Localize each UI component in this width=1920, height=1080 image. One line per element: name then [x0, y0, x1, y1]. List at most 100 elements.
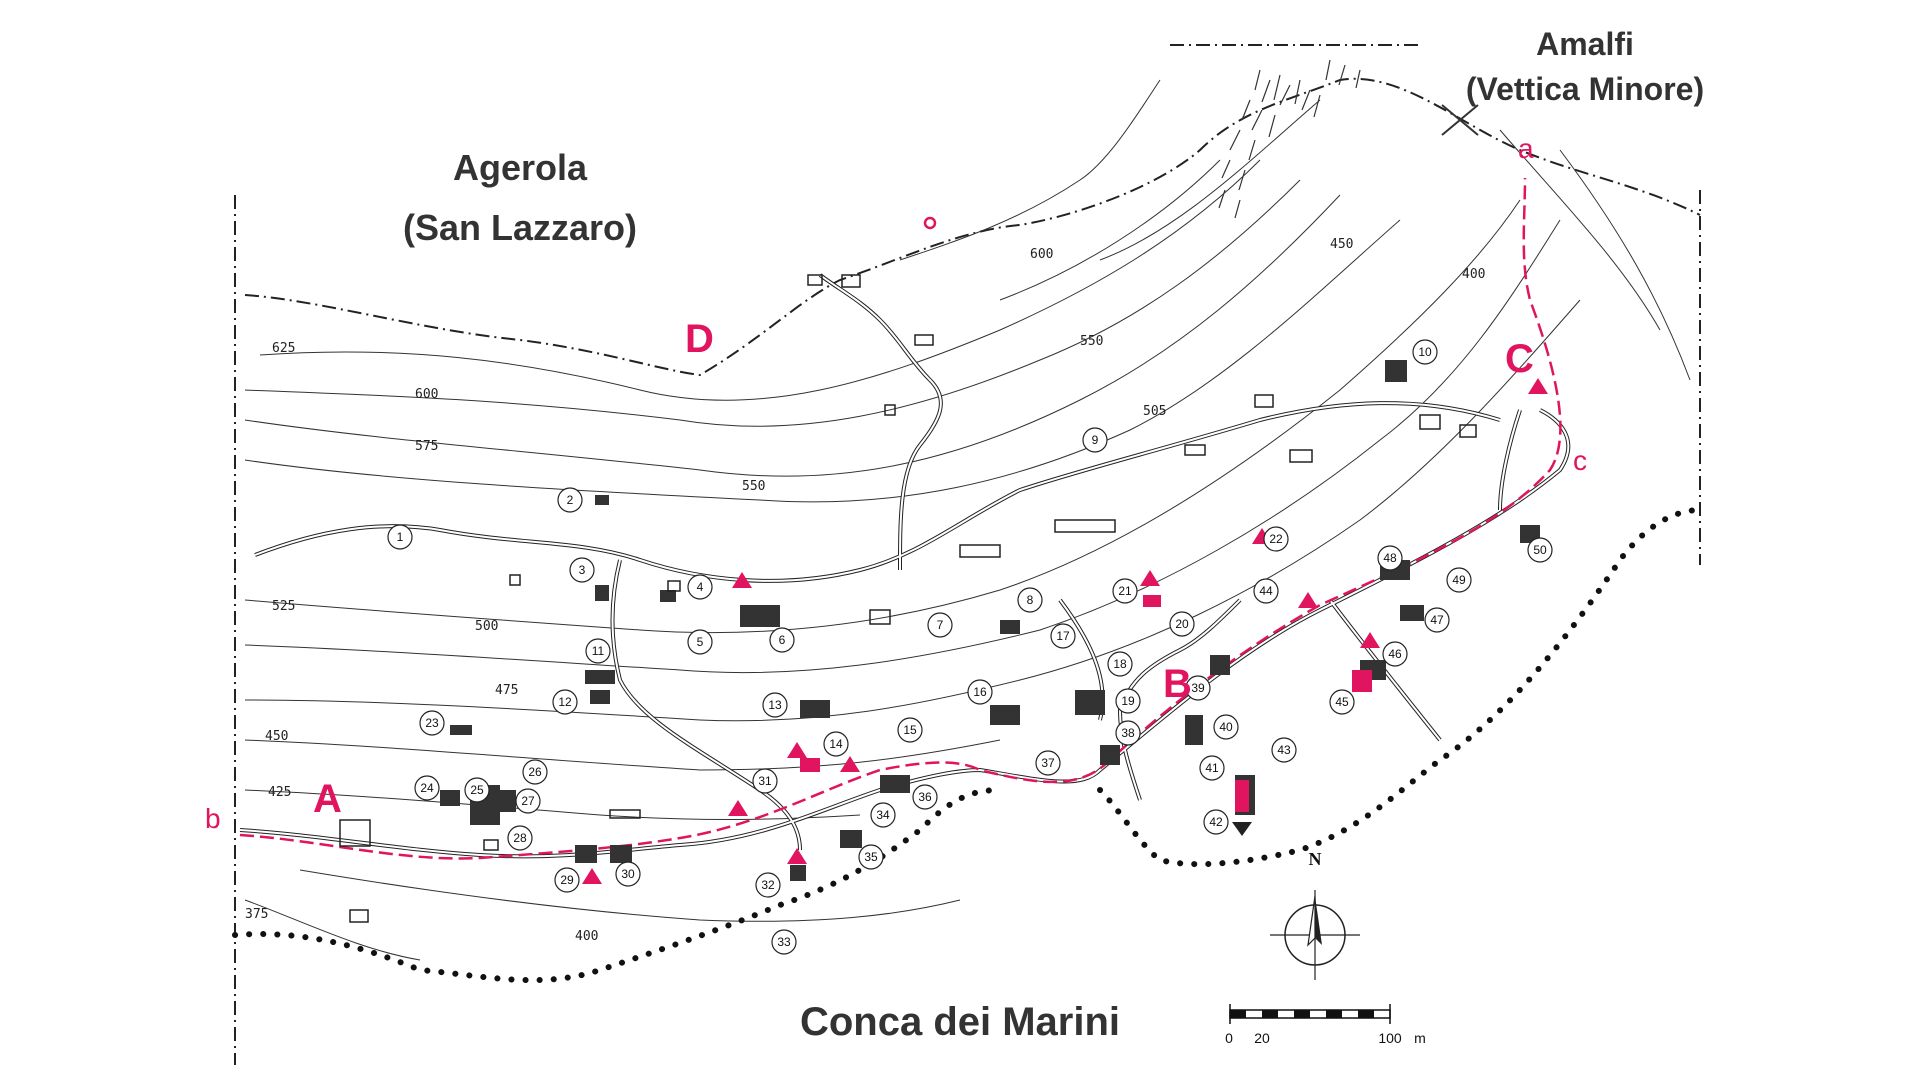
site-number: 50 — [1527, 537, 1553, 563]
site-number-label: 18 — [1113, 657, 1127, 671]
site-number: 46 — [1382, 641, 1408, 667]
site-number: 16 — [967, 679, 993, 705]
place-amalfi-sub: (Vettica Minore) — [1466, 71, 1704, 107]
site-number: 3 — [569, 557, 595, 583]
site-number-label: 28 — [513, 831, 527, 845]
contour-label: 375 — [245, 907, 268, 922]
site-number-label: 50 — [1533, 543, 1547, 557]
site-number-label: 34 — [876, 808, 890, 822]
site-number: 40 — [1213, 714, 1239, 740]
scale-start: 0 — [1225, 1030, 1233, 1046]
accent-buildings — [800, 595, 1372, 812]
site-number: 36 — [912, 784, 938, 810]
site-number-label: 13 — [768, 698, 782, 712]
compass-north: N — [1309, 849, 1322, 869]
site-number: 37 — [1035, 750, 1061, 776]
site-number: 14 — [823, 731, 849, 757]
road-network-inner — [239, 274, 1570, 858]
site-number-label: 22 — [1269, 532, 1283, 546]
contour-label: 400 — [575, 929, 598, 944]
site-number-label: 6 — [779, 633, 786, 647]
contour-label: 400 — [1462, 267, 1485, 282]
site-number-label: 30 — [621, 867, 635, 881]
site-number-label: 19 — [1121, 694, 1135, 708]
site-number-label: 41 — [1205, 761, 1219, 775]
site-number-label: 12 — [558, 695, 572, 709]
site-number-label: 49 — [1452, 573, 1466, 587]
viewpoint-markers — [582, 378, 1548, 884]
site-number: 6 — [769, 627, 795, 653]
site-number-label: 14 — [829, 737, 843, 751]
site-number: 43 — [1271, 737, 1297, 763]
site-number: 12 — [552, 689, 578, 715]
site-number-label: 21 — [1118, 584, 1132, 598]
site-number-label: 44 — [1259, 584, 1273, 598]
site-number: 32 — [755, 872, 781, 898]
contour-label: 600 — [415, 387, 438, 402]
site-number-label: 26 — [528, 765, 542, 779]
site-number-label: 33 — [777, 935, 791, 949]
site-number: 22 — [1263, 526, 1289, 552]
site-number: 27 — [515, 788, 541, 814]
site-number-label: 17 — [1056, 629, 1070, 643]
site-number-label: 25 — [470, 783, 484, 797]
site-number: 48 — [1377, 545, 1403, 571]
site-number-label: 37 — [1041, 756, 1055, 770]
contour-label: 550 — [1080, 334, 1103, 349]
site-number-label: 1 — [397, 530, 404, 544]
contour-label: 500 — [475, 619, 498, 634]
cliff-hatching — [1218, 59, 1361, 219]
site-number-label: 4 — [697, 580, 704, 594]
site-number: 1 — [387, 524, 413, 550]
site-number: 25 — [464, 777, 490, 803]
contour-label: 475 — [495, 683, 518, 698]
outlined-buildings — [339, 274, 1477, 923]
marker-a: a — [1518, 133, 1534, 164]
site-number: 45 — [1329, 689, 1355, 715]
site-number: 38 — [1115, 720, 1141, 746]
site-number: 24 — [414, 775, 440, 801]
scale-unit: m — [1414, 1030, 1426, 1046]
site-number-label: 5 — [697, 635, 704, 649]
contour-label: 505 — [1143, 404, 1166, 419]
site-number-label: 42 — [1209, 815, 1223, 829]
site-number-label: 43 — [1277, 743, 1291, 757]
site-number-label: 46 — [1388, 647, 1402, 661]
site-number: 11 — [585, 638, 611, 664]
site-number-label: 47 — [1430, 613, 1444, 627]
site-number-label: 31 — [758, 774, 772, 788]
marker-A: A — [313, 777, 342, 821]
place-agerola-sub: (San Lazzaro) — [403, 207, 637, 248]
site-number-label: 35 — [864, 850, 878, 864]
place-amalfi: Amalfi — [1536, 26, 1634, 62]
site-number-label: 36 — [918, 790, 932, 804]
border-lines — [234, 44, 1701, 1065]
site-number-label: 32 — [761, 878, 775, 892]
site-number: 4 — [687, 574, 713, 600]
place-conca: Conca dei Marini — [800, 1000, 1120, 1044]
scale-mid: 20 — [1254, 1030, 1270, 1046]
site-number-label: 7 — [937, 618, 944, 632]
dark-marker — [1232, 822, 1252, 836]
site-number: 7 — [927, 612, 953, 638]
site-number-label: 9 — [1092, 433, 1099, 447]
marker-C: C — [1505, 337, 1534, 381]
site-number: 23 — [419, 710, 445, 736]
site-number-label: 40 — [1219, 720, 1233, 734]
site-number-label: 27 — [521, 794, 535, 808]
site-number-label: 15 — [903, 723, 917, 737]
site-number: 10 — [1412, 339, 1438, 365]
north-arrow: N — [1270, 849, 1360, 980]
contour-lines — [244, 79, 1691, 961]
site-number-label: 10 — [1418, 345, 1432, 359]
site-number-label: 16 — [973, 685, 987, 699]
site-number: 34 — [870, 802, 896, 828]
site-number: 33 — [771, 929, 797, 955]
site-number: 47 — [1424, 607, 1450, 633]
site-number: 26 — [522, 759, 548, 785]
site-number: 19 — [1115, 688, 1141, 714]
site-number-label: 20 — [1175, 617, 1189, 631]
hiking-route — [239, 177, 1562, 860]
